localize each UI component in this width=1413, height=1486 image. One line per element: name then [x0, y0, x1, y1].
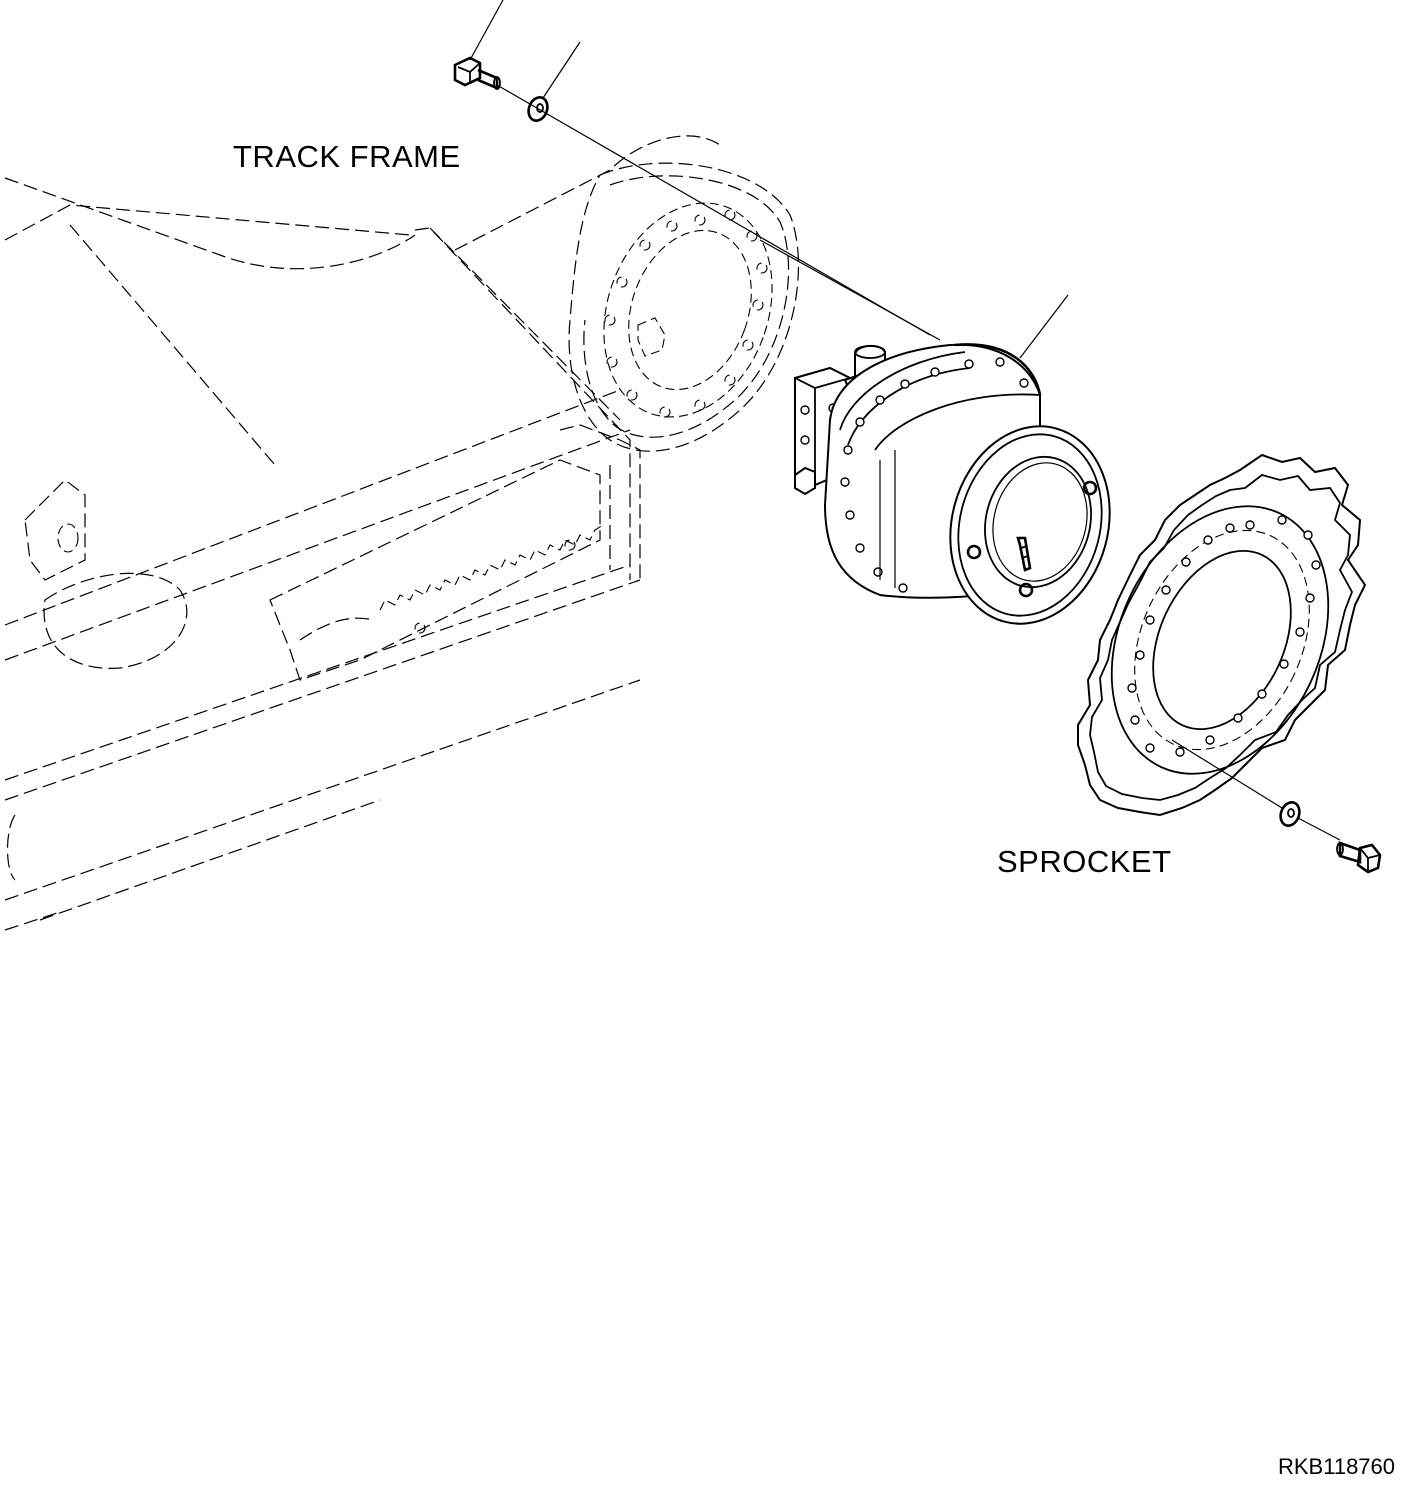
bolt-axis-line-lower: [1297, 817, 1341, 841]
track-frame-phantom: [4, 135, 800, 931]
bolt-axis-line: [496, 84, 931, 336]
washer-top: [527, 41, 581, 122]
mounting-bolt-top: [453, 0, 504, 90]
track-frame-label: TRACK FRAME: [233, 139, 461, 174]
final-drive-motor: [794, 294, 1111, 625]
washer-bottom: [1279, 801, 1301, 827]
motor-axis-line: [759, 239, 941, 341]
drawing-code-label: RKB118760: [1278, 1454, 1396, 1479]
mounting-bolt-bottom: [1336, 841, 1382, 874]
sprocket-label: SPROCKET: [997, 844, 1172, 879]
sprocket: [1077, 453, 1367, 817]
